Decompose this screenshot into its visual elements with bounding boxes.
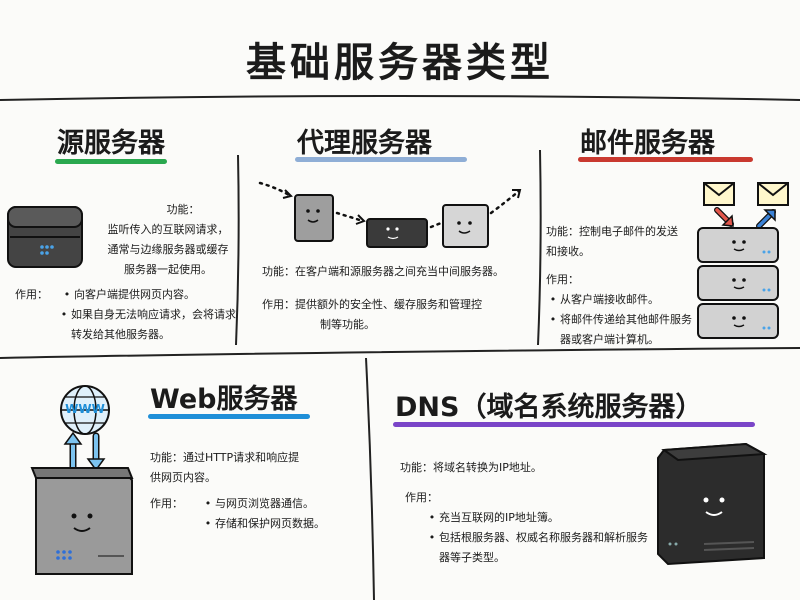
proxy-flow-diagram [258,181,522,248]
proxy-func-text: 功能：在客户端和源服务器之间充当中间服务器。 [262,265,504,278]
dns-use-item: 充当互联网的IP地址簿。 [439,511,559,524]
origin-use-item: 向客户端提供网页内容。 [74,288,195,301]
envelope-icon [757,182,789,206]
proxy-use-line: 制等功能。 [320,318,375,331]
globe-icon [60,385,110,435]
proxy-server-underline [295,157,467,162]
origin-func-label: 功能： [166,203,200,216]
web-server-title: Web服务器 [150,384,298,415]
mail-use-label: 作用： [546,273,579,286]
dns-use-item: 包括根服务器、权威名称服务器和解析服务器等子类型。 [439,531,648,564]
web-func-line: 功能：通过HTTP请求和响应提 [150,451,300,464]
mail-server-stack-icon [697,227,779,339]
origin-server-title: 源服务器 [57,128,165,159]
mail-use-item: 将邮件传递给其他邮件服务器或客户端计算机。 [560,313,692,346]
server-box-icon [7,206,83,268]
origin-use-item: 如果自身无法响应请求，会将请求转发给其他服务器。 [71,308,236,341]
origin-func-line: 通常与边缘服务器或缓存 [107,243,229,256]
mail-func-line: 和接收。 [546,245,590,258]
mail-server-underline [578,157,753,162]
origin-func-line: 服务器一起使用。 [124,263,212,276]
web-use-item: 存储和保护网页数据。 [215,517,325,530]
origin-func-line: 监听传入的互联网请求， [107,223,229,236]
dns-use-label: 作用： [405,491,438,504]
mail-use-item: 从客户端接收邮件。 [560,293,659,306]
dns-server-underline [393,422,755,427]
origin-server-underline [55,159,167,164]
envelope-icon [703,182,735,206]
web-server-box-icon [30,467,134,575]
web-func-line: 供网页内容。 [150,471,216,484]
proxy-server-title: 代理服务器 [297,128,432,159]
proxy-use-line: 作用：提供额外的安全性、缓存服务和管理控 [262,298,482,311]
dns-server-title: DNS（域名系统服务器） [395,392,703,423]
web-use-item: 与网页浏览器通信。 [215,497,314,510]
mail-server-title: 邮件服务器 [580,128,715,159]
origin-use-label: 作用： [15,288,48,301]
upload-download-arrows-icon [63,431,106,472]
incoming-arrow-icon [714,207,734,227]
dns-func-text: 功能：将域名转换为IP地址。 [400,461,542,474]
web-server-underline [148,414,310,419]
page-title: 基础服务器类型 [246,40,554,86]
globe-label: WWW [65,402,105,416]
dns-server-box-icon [657,442,768,566]
mail-func-line: 功能：控制电子邮件的发送 [546,225,678,238]
outgoing-arrow-icon [756,209,776,229]
web-use-label: 作用： [150,497,183,510]
